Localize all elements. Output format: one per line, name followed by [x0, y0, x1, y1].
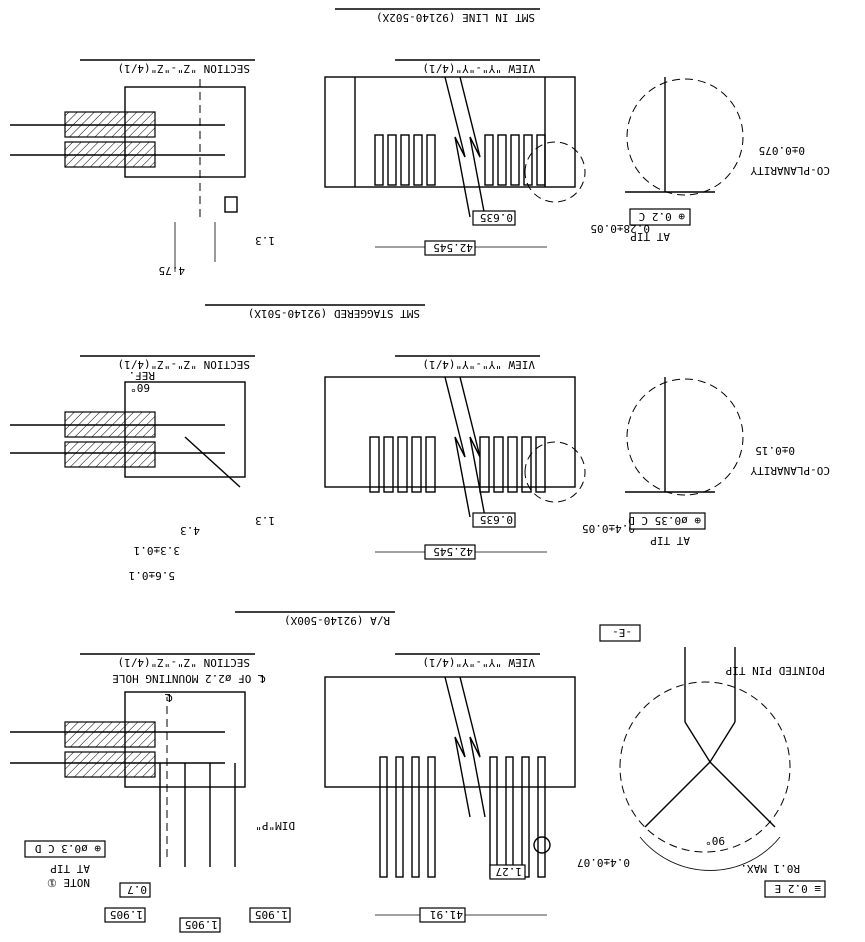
staggered-dim-2: 4.3: [180, 524, 200, 537]
ra-fcf-e: ≡ 0.2 E: [775, 882, 821, 895]
ra-datum-e: -E-: [612, 626, 632, 639]
ra-fcf: ⊕ ø0.3 C D: [35, 842, 101, 855]
inline-coplanarity-val: 0±0.075: [759, 144, 805, 157]
staggered-view-label: VIEW "Y"-"Y"(4/1): [422, 358, 535, 371]
ra-view-pins: [379, 756, 546, 878]
inline-section: SMT IN LINE (92140-502X) SECTION "Z"-"Z"…: [10, 8, 830, 277]
staggered-dim-4: 5.6±0.1: [129, 569, 175, 582]
inline-header: SMT IN LINE (92140-502X): [376, 11, 535, 24]
inline-dim-2: 4.75: [159, 264, 186, 277]
ra-dim-1905a: 1.905: [110, 908, 143, 921]
staggered-length: 42.545: [433, 545, 473, 558]
inline-view-label: VIEW "Y"-"Y"(4/1): [422, 62, 535, 75]
staggered-ref: REF.: [129, 369, 156, 382]
ra-length: 41.91: [430, 908, 463, 921]
staggered-section: SMT STAGGERED (92140-501X) SECTION "Z"-"…: [10, 304, 830, 582]
ra-dim-1905c: 1.905: [255, 908, 288, 921]
ra-dim-1905b: 1.905: [185, 918, 218, 931]
ra-at-tip: AT TIP: [50, 862, 90, 875]
staggered-pitch: 0.635: [480, 513, 513, 526]
inline-pitch: 0.635: [480, 211, 513, 224]
ra-pointed-tip: POINTED PIN TIP: [725, 664, 825, 677]
staggered-at-tip: AT TIP: [650, 534, 690, 547]
ra-pitch: 1.27: [496, 865, 523, 878]
staggered-pins: [369, 436, 546, 493]
staggered-coplanarity: CO-PLANARITY: [750, 464, 830, 477]
inline-coplanarity: CO-PLANARITY: [750, 164, 830, 177]
staggered-coplanarity-val: 0±0.15: [755, 444, 795, 457]
ra-centerline: ℄: [165, 691, 173, 704]
ra-dim-07: 0.7: [127, 883, 147, 896]
ra-note: NOTE ①: [47, 876, 90, 889]
inline-fcf: ⊕ 0.2 C: [639, 210, 685, 223]
staggered-header: SMT STAGGERED (92140-501X): [248, 307, 420, 320]
ra-section-label: SECTION "Z"-"Z"(4/1): [118, 656, 250, 669]
ra-pins: [159, 763, 236, 867]
ra-dim-p: DIM"P": [255, 819, 295, 832]
staggered-section-label: SECTION "Z"-"Z"(4/1): [118, 358, 250, 371]
ra-section: R/A (92140-500X) SECTION "Z"-"Z"(4/1) ℄ …: [10, 611, 826, 933]
inline-length: 42.545: [433, 241, 473, 254]
staggered-pin-width: 0.4±0.05: [582, 522, 635, 535]
ra-view-label: VIEW "Y"-"Y"(4/1): [422, 656, 535, 669]
inline-section-label: SECTION "Z"-"Z"(4/1): [118, 62, 250, 75]
inline-dim-1: 1.3: [255, 234, 275, 247]
staggered-fcf: ⊕ ø0.35 C D: [628, 514, 701, 527]
inline-at-tip: AT TIP: [630, 230, 670, 243]
ra-header: R/A (92140-500X): [284, 614, 390, 627]
ra-mounting-hole: ℄ OF ø2.2 MOUNTING HOLE: [112, 672, 266, 685]
ra-radius: R0.1 MAX.: [740, 862, 800, 875]
staggered-dim-1: 1.3: [255, 514, 275, 527]
staggered-angle: 60°: [130, 381, 150, 394]
ra-angle: 90°: [705, 834, 725, 847]
ra-pin-width: 0.4±0.07: [577, 856, 630, 869]
staggered-dim-3: 3.3±0.1: [134, 544, 180, 557]
